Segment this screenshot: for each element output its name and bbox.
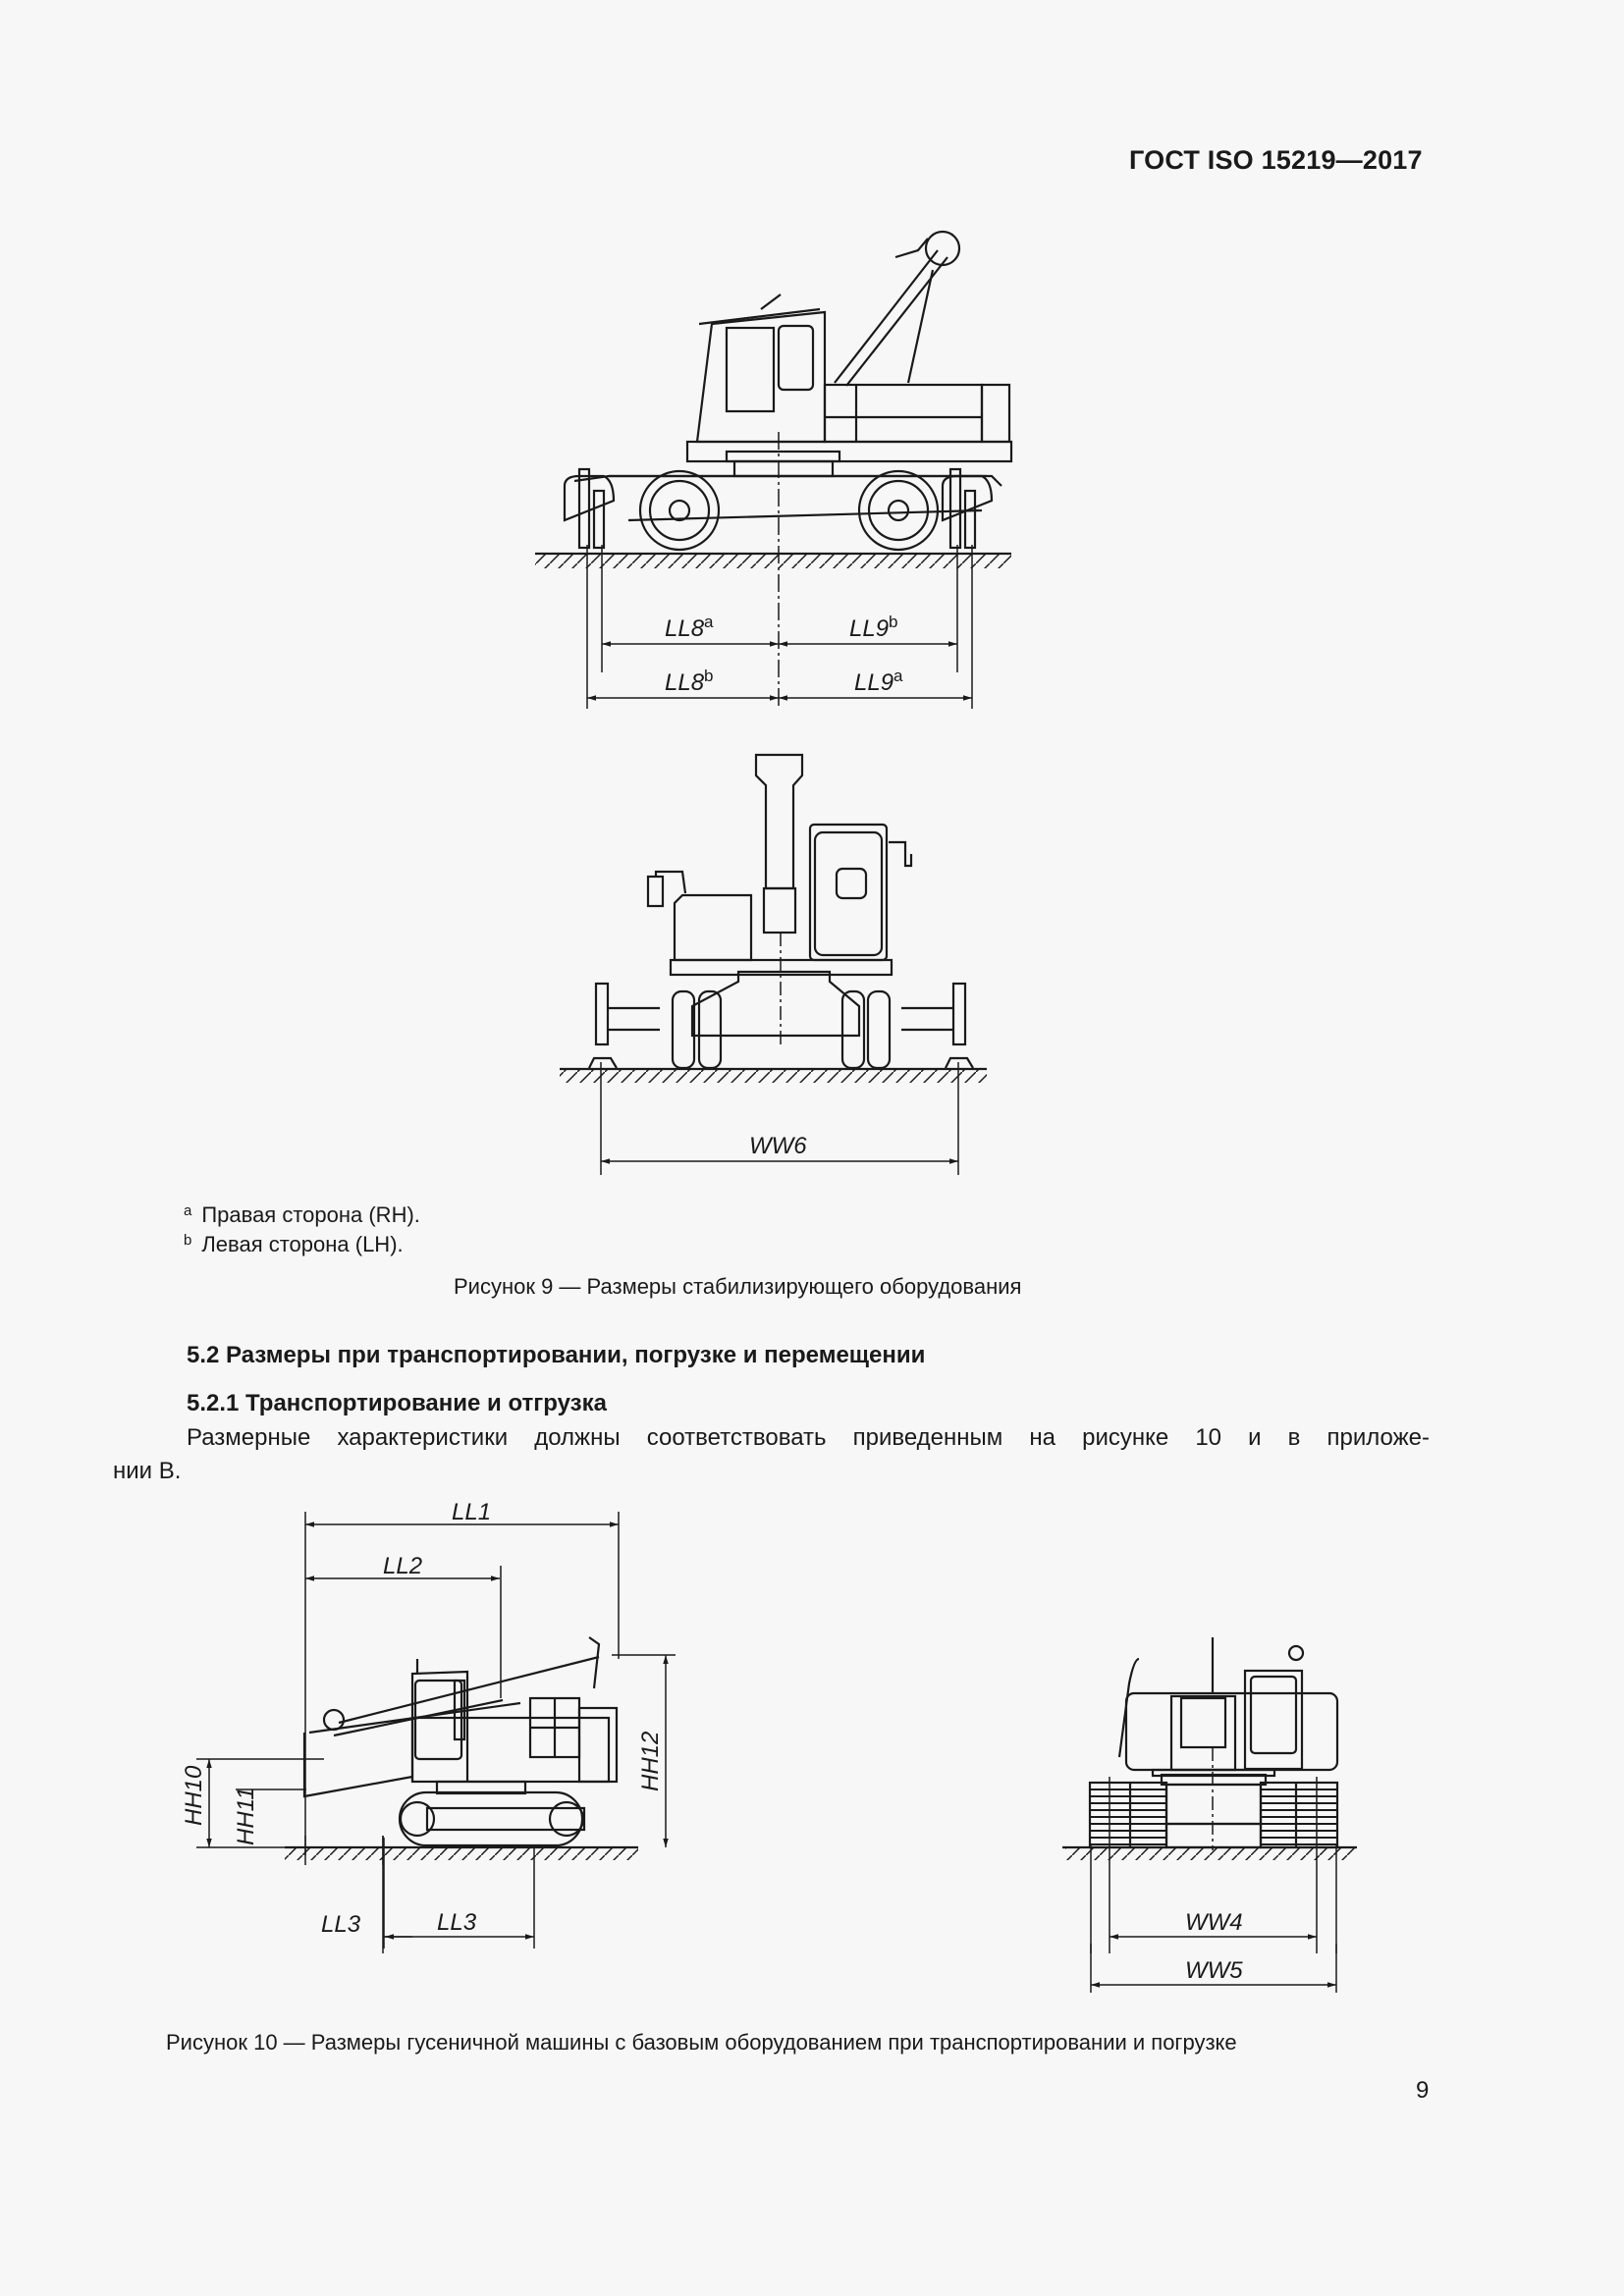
ll3-dimension-line-main: LL3 bbox=[385, 1847, 535, 1949]
footnote-a: a Правая сторона (RH). bbox=[184, 1197, 420, 1230]
figure10-ww5-dimension: WW5 bbox=[1090, 1944, 1337, 1993]
dim-ll3-label: LL3 bbox=[321, 1911, 361, 1938]
dim-ww4-label: WW4 bbox=[1185, 1909, 1243, 1936]
dim-hh11-label: HH11 bbox=[233, 1787, 259, 1845]
svg-text:LL9b: LL9b bbox=[849, 613, 898, 642]
paragraph-line-1: Размерные характеристики должны соответс… bbox=[187, 1424, 1430, 1451]
figure9-front-view-drawing: WW6 bbox=[560, 753, 987, 1175]
figure10-caption: Рисунок 10 — Размеры гусеничной машины с… bbox=[166, 2030, 1237, 2055]
footnote-b-text: Левая сторона (LH). bbox=[201, 1232, 404, 1256]
page-number: 9 bbox=[1416, 2077, 1430, 2104]
document-header-title: ГОСТ ISO 15219—2017 bbox=[1129, 145, 1423, 175]
dim-hh12-label: HH12 bbox=[637, 1732, 664, 1791]
footnote-b-mark: b bbox=[184, 1232, 192, 1249]
dim-hh10-label: HH10 bbox=[181, 1765, 207, 1826]
figure10-side-view-drawing: LL1 LL2 HH10 HH11 HH12 bbox=[181, 1502, 676, 1865]
figure10-ll3-annotation: LL3 bbox=[321, 1911, 361, 1938]
dim-ll8-b-label: LL8 bbox=[665, 669, 705, 696]
svg-text:LL9a: LL9a bbox=[854, 667, 903, 696]
ll3-right-extension bbox=[382, 1836, 384, 1953]
dim-ll8-a-label: LL8 bbox=[665, 615, 705, 642]
figure10-front-view-drawing: WW4 bbox=[1062, 1637, 1357, 1953]
figure9-caption: Рисунок 9 — Размеры стабилизирующего обо… bbox=[454, 1274, 1022, 1299]
dim-ll3-label-main: LL3 bbox=[437, 1909, 477, 1936]
dim-ll9-a-label: LL9 bbox=[854, 669, 893, 696]
paragraph-line-2: нии В. bbox=[113, 1458, 182, 1484]
section-heading-5-2-1: 5.2.1 Транспортирование и отгрузка bbox=[187, 1390, 607, 1416]
dim-ll2-label: LL2 bbox=[383, 1553, 422, 1579]
dim-ll9-b-label: LL9 bbox=[849, 615, 889, 642]
dim-ll1-label: LL1 bbox=[452, 1502, 491, 1525]
figure9-side-view-drawing: LL8a LL9b LL8b LL9a bbox=[535, 230, 1013, 709]
footnote-a-mark: a bbox=[184, 1202, 192, 1219]
footnote-b: b Левая сторона (LH). bbox=[184, 1226, 404, 1259]
svg-text:LL8a: LL8a bbox=[665, 613, 714, 642]
dim-ww6-label: WW6 bbox=[749, 1133, 807, 1159]
section-heading-5-2: 5.2 Размеры при транспортировании, погру… bbox=[187, 1342, 926, 1368]
dim-ww5-label: WW5 bbox=[1185, 1957, 1243, 1984]
svg-text:LL8b: LL8b bbox=[665, 667, 714, 696]
footnote-a-text: Правая сторона (RH). bbox=[201, 1202, 420, 1227]
